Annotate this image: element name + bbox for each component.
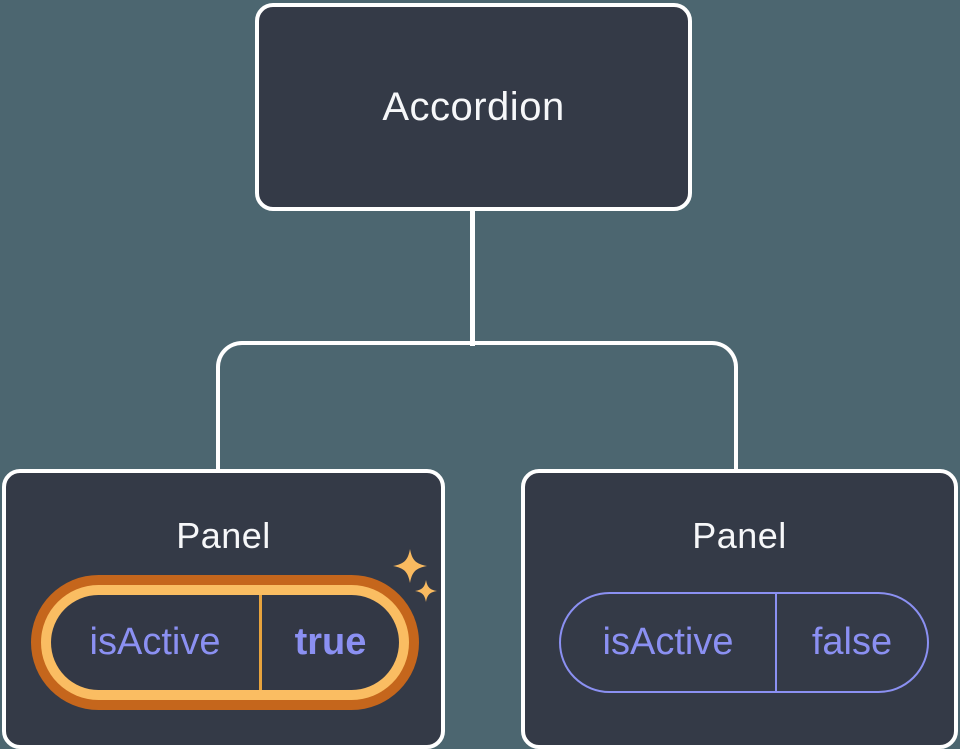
component-tree-diagram: Accordion Panel isActive true Panel isAc… — [2, 3, 958, 749]
pill-divider — [259, 595, 262, 690]
prop-name-label: isActive — [89, 621, 221, 663]
panel-node-active: Panel isActive true — [2, 469, 445, 749]
state-pill-active: isActive true — [31, 575, 419, 710]
panel-title: Panel — [692, 515, 787, 556]
pill-divider — [775, 594, 777, 691]
connector-branch — [216, 341, 738, 469]
panel-title: Panel — [176, 515, 271, 556]
prop-name-label: isActive — [602, 621, 734, 663]
prop-value-label: true — [294, 621, 367, 663]
panel-node-inactive: Panel isActive false — [521, 469, 958, 749]
connector-vertical-line — [470, 209, 475, 346]
sparkles-icon — [393, 549, 437, 602]
prop-value-label: false — [811, 621, 893, 663]
state-pill-body: isActive true — [51, 595, 399, 690]
state-pill-gold-ring: isActive true — [41, 585, 409, 700]
accordion-node: Accordion — [255, 3, 692, 211]
state-pill-inactive: isActive false — [559, 592, 929, 693]
accordion-node-label: Accordion — [382, 84, 565, 129]
